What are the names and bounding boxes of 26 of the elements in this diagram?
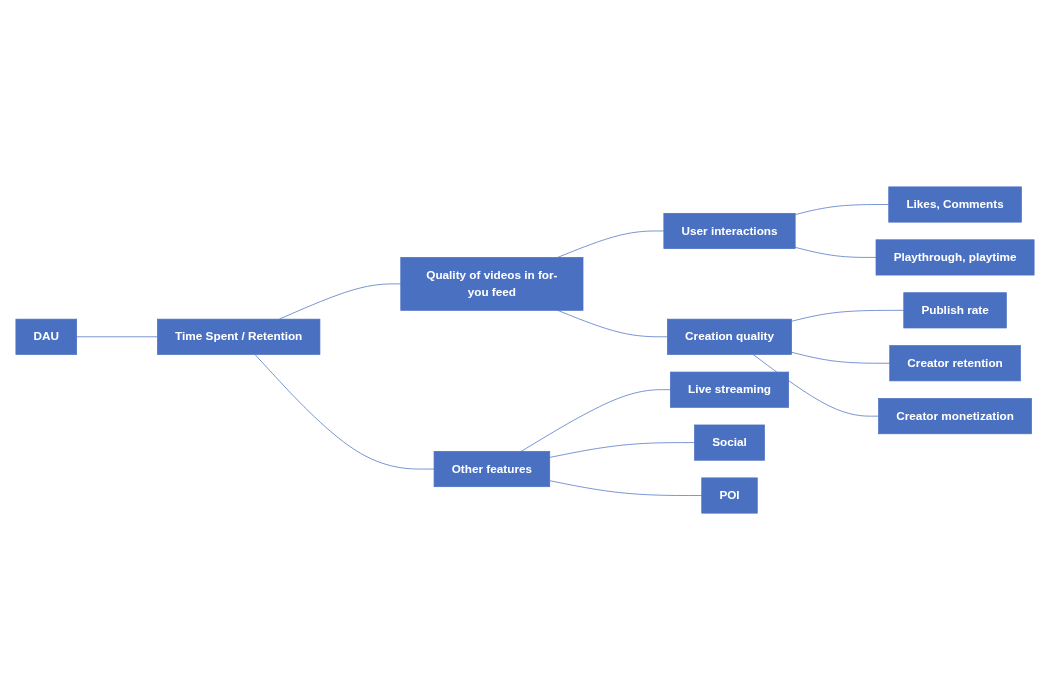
connector bbox=[794, 204, 890, 215]
node-box: Playthrough, playtime bbox=[875, 239, 1035, 276]
connector bbox=[549, 442, 695, 458]
node-box: Creation quality bbox=[667, 318, 792, 355]
node-box: Quality of videos in for-you feed bbox=[400, 257, 584, 311]
node-box: DAU bbox=[15, 318, 77, 355]
connector bbox=[557, 230, 665, 258]
connector bbox=[549, 480, 703, 496]
connector bbox=[791, 309, 905, 322]
node-box: Time Spent / Retention bbox=[157, 318, 321, 355]
connector bbox=[76, 336, 158, 338]
connector bbox=[254, 354, 435, 470]
node-box: Creator retention bbox=[889, 345, 1021, 382]
node-box: Live streaming bbox=[670, 371, 789, 408]
node-box: User interactions bbox=[663, 212, 796, 249]
connector bbox=[278, 283, 402, 320]
node-box: Creator monetization bbox=[878, 398, 1032, 435]
node-box: Other features bbox=[433, 451, 551, 488]
node-box: POI bbox=[701, 477, 758, 514]
connector bbox=[752, 354, 879, 417]
connector bbox=[520, 389, 671, 452]
node-box: Social bbox=[694, 424, 765, 461]
connector bbox=[791, 351, 891, 364]
node-box: Publish rate bbox=[903, 292, 1007, 329]
connector bbox=[794, 246, 877, 258]
node-box: Likes, Comments bbox=[888, 186, 1022, 223]
